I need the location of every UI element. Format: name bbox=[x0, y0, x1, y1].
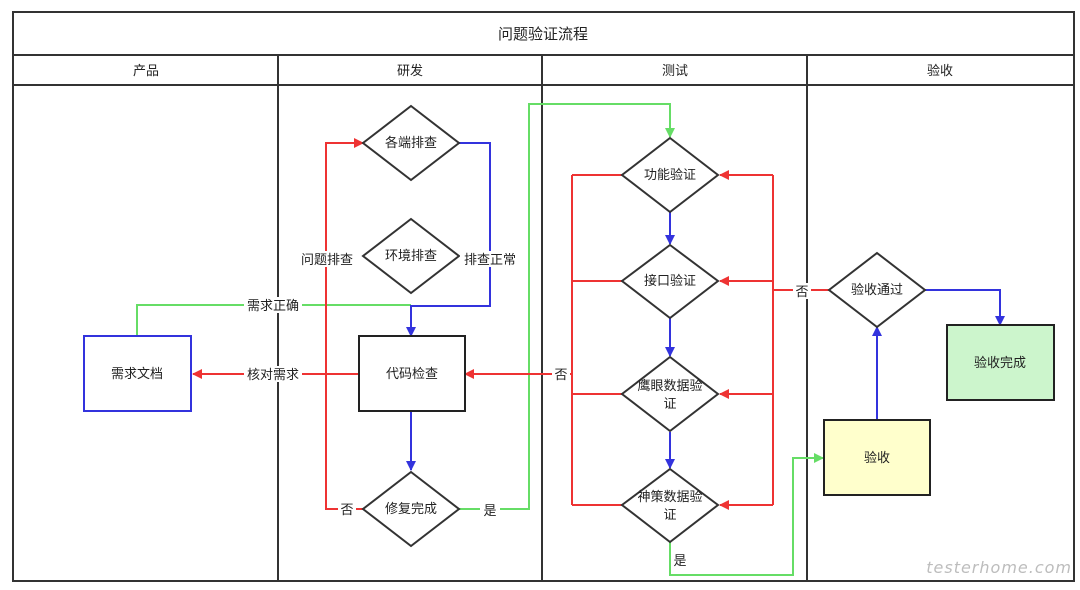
node-accept-done: 验收完成 bbox=[946, 324, 1055, 401]
node-eagle-verify-label: 鹰眼数据验 bbox=[637, 378, 702, 394]
edge-label-accept-no: 否 bbox=[795, 285, 808, 300]
node-code-check: 代码检查 bbox=[358, 335, 466, 412]
lane-header-test: 测试 bbox=[662, 64, 688, 79]
edge-label-fix-no: 否 bbox=[340, 503, 353, 518]
node-api-verify-label: 接口验证 bbox=[644, 273, 696, 289]
edge-label-shence-yes: 是 bbox=[673, 554, 686, 569]
edge-label-issue-check: 问题排查 bbox=[301, 253, 353, 268]
swimlane-frame bbox=[12, 11, 1075, 582]
node-shence-verify: 神策数据验 证 bbox=[620, 467, 720, 544]
node-api-verify: 接口验证 bbox=[620, 243, 720, 320]
node-fix-done: 修复完成 bbox=[361, 470, 461, 548]
node-code-check-label: 代码检查 bbox=[386, 367, 438, 382]
lane-header-product: 产品 bbox=[133, 64, 159, 79]
node-func-verify: 功能验证 bbox=[620, 136, 720, 214]
watermark: testerhome.com bbox=[926, 558, 1072, 577]
node-each-end-label: 各端排查 bbox=[385, 135, 437, 151]
edge-fix-yes bbox=[459, 103, 675, 510]
node-env-check-label: 环境排查 bbox=[385, 249, 437, 264]
node-accept-box: 验收 bbox=[823, 419, 931, 496]
node-shence-verify-label: 神策数据验 bbox=[637, 489, 702, 505]
lane-header-dev: 研发 bbox=[397, 63, 423, 79]
edge-label-verify-req: 核对需求 bbox=[247, 368, 299, 383]
node-accept-box-label: 验收 bbox=[864, 450, 890, 466]
node-accept-pass: 验收通过 bbox=[827, 251, 927, 329]
node-shence-verify-label-2: 证 bbox=[663, 508, 676, 523]
edge-label-fix-yes: 是 bbox=[483, 504, 496, 519]
lane-header-accept: 验收 bbox=[927, 63, 953, 79]
node-eagle-verify: 鹰眼数据验 证 bbox=[620, 355, 720, 433]
node-fix-done-label: 修复完成 bbox=[385, 502, 437, 517]
edge-shence-yes bbox=[669, 453, 824, 576]
edge-pass-to-done bbox=[925, 289, 1005, 326]
edge-each-end-to-code bbox=[406, 142, 491, 337]
node-func-verify-label: 功能验证 bbox=[644, 167, 696, 183]
node-accept-done-label: 验收完成 bbox=[974, 355, 1026, 371]
edge-label-test-no: 否 bbox=[554, 368, 567, 383]
edge-fix-no-issue-check bbox=[325, 138, 365, 510]
node-each-end: 各端排查 bbox=[361, 104, 461, 182]
node-env-check: 环境排查 bbox=[361, 217, 461, 295]
edge-req-correct bbox=[136, 304, 411, 336]
edge-label-check-normal: 排查正常 bbox=[464, 253, 516, 268]
node-req-doc: 需求文档 bbox=[83, 335, 192, 412]
edge-label-req-correct: 需求正确 bbox=[247, 299, 299, 314]
node-accept-pass-label: 验收通过 bbox=[851, 282, 903, 298]
node-req-doc-label: 需求文档 bbox=[111, 367, 163, 382]
diagram-title: 问题验证流程 bbox=[498, 25, 588, 43]
node-eagle-verify-label-2: 证 bbox=[663, 397, 676, 412]
